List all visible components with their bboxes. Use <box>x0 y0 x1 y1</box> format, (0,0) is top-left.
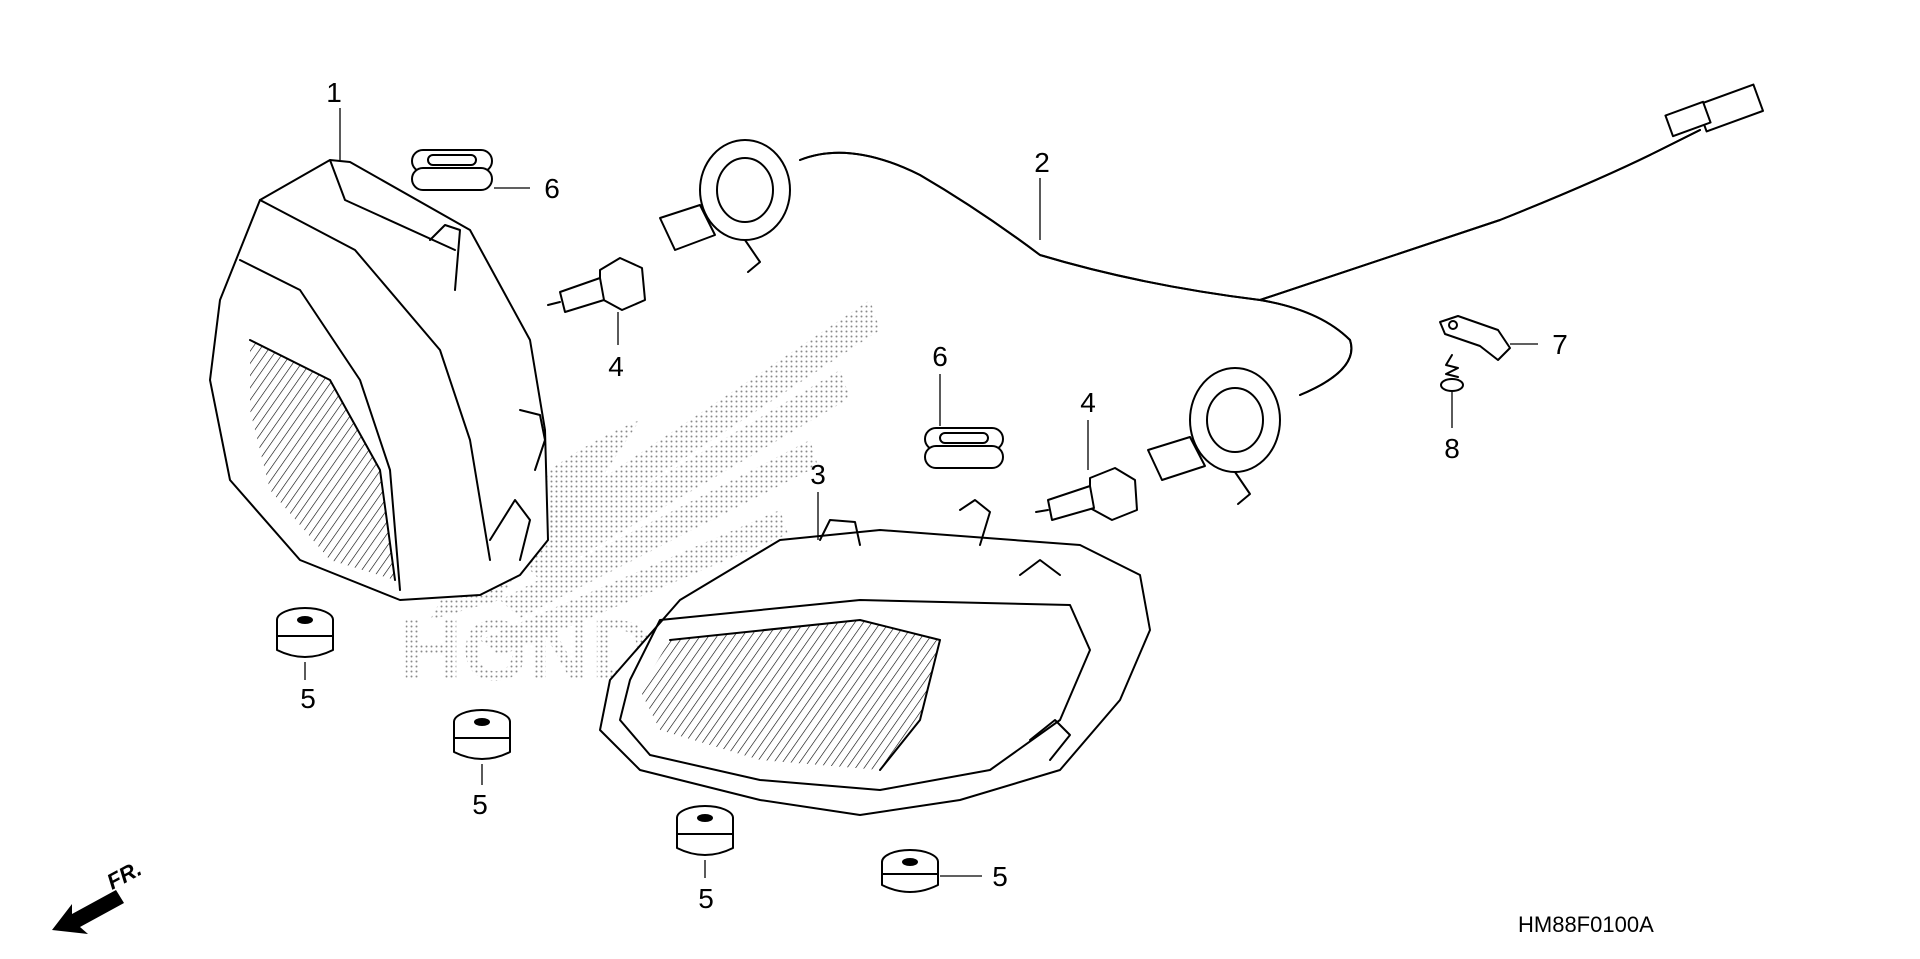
part-8-screw[interactable] <box>1440 354 1464 392</box>
callout-7-label: 7 <box>1552 329 1568 360</box>
callout-5d-label: 5 <box>992 861 1008 892</box>
part-2-wiring-harness[interactable] <box>659 83 1764 505</box>
part-6-band-upper[interactable] <box>411 149 493 191</box>
callout-5d: 5 <box>940 861 1008 892</box>
front-label: FR. <box>103 856 146 895</box>
callout-3-label: 3 <box>810 459 826 490</box>
callout-5c: 5 <box>698 860 714 914</box>
callout-2-label: 2 <box>1034 147 1050 178</box>
diagram-part-code: HM88F0100A <box>1518 912 1654 937</box>
callout-4a-label: 4 <box>608 351 624 382</box>
callout-5c-label: 5 <box>698 883 714 914</box>
part-5-grommet-c[interactable] <box>676 805 734 856</box>
part-5-grommet-d[interactable] <box>881 849 939 893</box>
callout-8-label: 8 <box>1444 433 1460 464</box>
callout-5a: 5 <box>300 662 316 714</box>
callout-2: 2 <box>1034 147 1050 240</box>
part-7-clip[interactable] <box>1439 315 1511 361</box>
front-direction-indicator: FR. <box>52 856 146 934</box>
callout-4b-label: 4 <box>1080 387 1096 418</box>
front-arrow-icon <box>52 890 124 934</box>
callout-6a-label: 6 <box>544 173 560 204</box>
callout-7: 7 <box>1510 329 1568 360</box>
callout-3: 3 <box>810 459 826 540</box>
callout-4-lower: 4 <box>1080 387 1096 470</box>
callout-6-upper: 6 <box>494 173 560 204</box>
part-5-grommet-a[interactable] <box>276 607 334 658</box>
lower-socket <box>1189 367 1281 473</box>
callout-5b-label: 5 <box>472 789 488 820</box>
part-4-bulb-upper[interactable] <box>547 257 646 313</box>
callout-6-lower: 6 <box>932 341 948 426</box>
callout-6b-label: 6 <box>932 341 948 372</box>
callout-4-upper: 4 <box>608 312 624 382</box>
upper-socket <box>699 139 791 241</box>
callout-8: 8 <box>1444 392 1460 464</box>
part-4-bulb-lower[interactable] <box>1035 467 1138 521</box>
callout-5b: 5 <box>472 764 488 820</box>
part-3-right-headlight[interactable] <box>599 499 1151 816</box>
callout-1-label: 1 <box>326 77 342 108</box>
part-6-band-lower[interactable] <box>924 427 1004 469</box>
part-5-grommet-b[interactable] <box>453 709 511 760</box>
part-1-left-headlight[interactable] <box>209 159 549 601</box>
callout-1: 1 <box>326 77 342 160</box>
callout-5a-label: 5 <box>300 683 316 714</box>
